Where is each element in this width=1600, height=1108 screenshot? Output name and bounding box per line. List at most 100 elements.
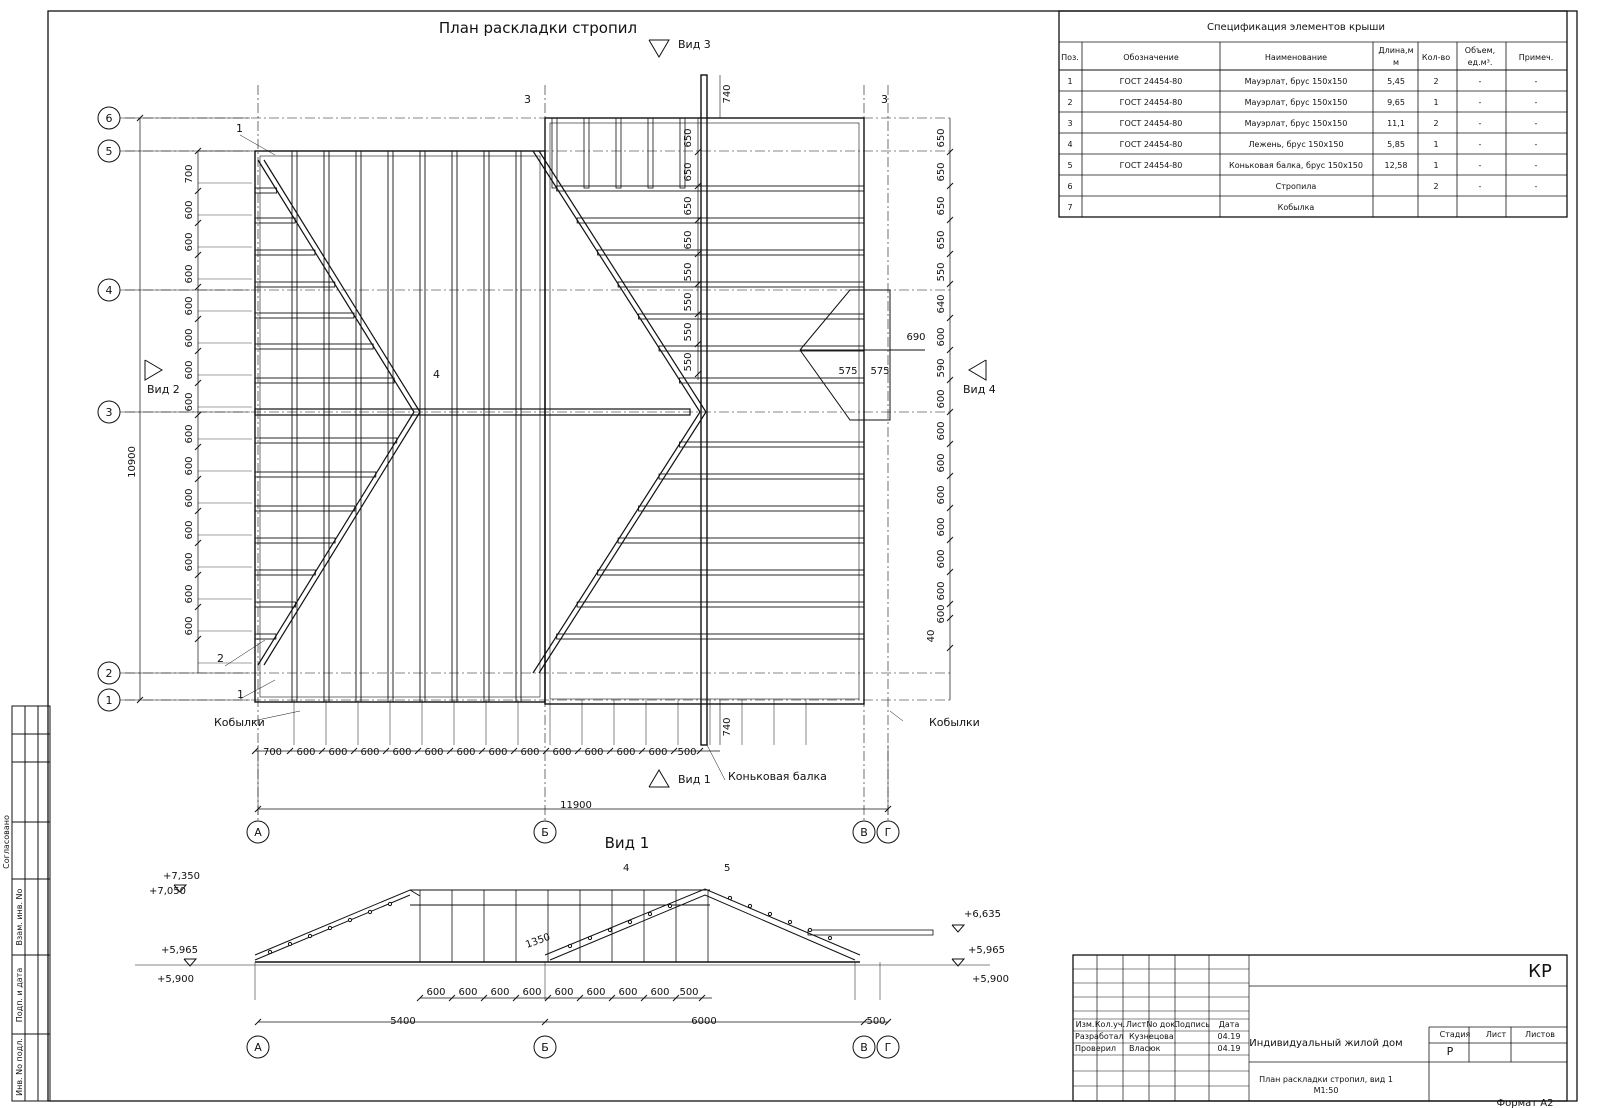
- section-rafter-dot: [607, 927, 613, 933]
- section-rafter-dot: [827, 935, 833, 941]
- section-axis-bubble-Г: [876, 1035, 900, 1059]
- axis-bubble-4: [97, 278, 121, 302]
- dim-left-10: 600: [184, 488, 195, 507]
- stamp-border: [1072, 954, 1568, 1102]
- stamp-scale: М1:50: [1314, 1086, 1339, 1095]
- dim-tick: [194, 443, 202, 451]
- section-slope-right: [544, 888, 861, 956]
- dim-right-2: 650: [936, 196, 947, 215]
- dim-bottom-10: 600: [584, 747, 603, 758]
- dim-tick: [541, 1018, 549, 1026]
- dim-740-bottom: 740: [722, 717, 733, 736]
- dim-tick: [694, 280, 702, 288]
- dim-middle-0: 650: [683, 128, 694, 147]
- dim-tick: [694, 216, 702, 224]
- dim-bottom-7: 600: [488, 747, 507, 758]
- dim-right-9: 600: [936, 421, 947, 440]
- elev-5900-left: +5,900: [157, 974, 194, 985]
- dim-tick: [946, 408, 954, 416]
- dim-total-height: 10900: [127, 446, 138, 478]
- view-3-marker: [648, 39, 670, 58]
- hip-rafter: [263, 159, 421, 413]
- ridge-beam: [700, 74, 708, 746]
- stamp-h-izm: Изм.: [1076, 1020, 1095, 1029]
- leader-ridge: [706, 744, 726, 781]
- leader-pos2: [224, 639, 266, 667]
- spec-h-length: Длина,м: [1378, 46, 1413, 55]
- hip-rafter: [538, 150, 707, 413]
- stamp-checked-name: Власюк: [1129, 1044, 1161, 1053]
- elev-6635: +6,635: [964, 909, 1001, 920]
- axis-number-4: 4: [106, 284, 113, 297]
- dim-tick: [694, 148, 702, 156]
- axis-number-3: 3: [106, 406, 113, 419]
- section-dim-4: 600: [554, 987, 573, 998]
- stamp-stage-label: Стадия: [1440, 1030, 1471, 1039]
- spec-cell-r6-c5: 2: [1433, 182, 1438, 191]
- dim-tick: [416, 994, 424, 1002]
- dim-tick: [946, 346, 954, 354]
- spec-cell-r7-c1: 7: [1067, 203, 1072, 212]
- mauerlat-right-inner: [549, 122, 860, 700]
- axis-bubble-Г: [876, 820, 900, 844]
- pos-2: 2: [217, 652, 224, 665]
- view-2-label: Вид 2: [147, 383, 180, 396]
- section-rafter-dot: [667, 903, 673, 909]
- spec-cell-r2-c3: Мауэрлат, брус 150х150: [1245, 98, 1348, 107]
- view-2-marker: [144, 359, 163, 381]
- dim-tick: [946, 216, 954, 224]
- dim-6000: 6000: [691, 1016, 716, 1027]
- axis-bubble-6: [97, 106, 121, 130]
- section-rafter-dot: [807, 927, 813, 933]
- axis-bubble-3: [97, 400, 121, 424]
- dim-tick: [946, 250, 954, 258]
- side-stamp-agreed: Согласовано: [2, 815, 11, 869]
- axis-bubble-5: [97, 139, 121, 163]
- kobylki-left-label: Кобылки: [214, 716, 265, 729]
- mauerlat-left: [254, 150, 546, 703]
- dim-tick: [414, 747, 422, 755]
- section-axis-letter-В: В: [860, 1041, 868, 1054]
- dim-tick: [194, 315, 202, 323]
- dim-tick: [638, 747, 646, 755]
- axis-letter-Б: Б: [541, 826, 549, 839]
- dim-tick: [946, 614, 954, 622]
- dim-tick: [194, 379, 202, 387]
- view-4-marker: [968, 359, 987, 381]
- dim-tick: [194, 347, 202, 355]
- spec-cell-r4-c1: 4: [1067, 140, 1072, 149]
- dim-tick: [694, 310, 702, 318]
- dim-5400: 5400: [390, 1016, 415, 1027]
- axis-bubble-А: [246, 820, 270, 844]
- view-1-marker: [648, 769, 670, 788]
- leader-pos1: [239, 134, 276, 156]
- dim-tick: [350, 747, 358, 755]
- stamp-project: Индивидуальный жилой дом: [1249, 1038, 1402, 1049]
- jack-rafter-right: [638, 505, 865, 512]
- jack-rafter-left: [254, 569, 316, 576]
- spec-cell-r5-c4: 12,58: [1385, 161, 1408, 170]
- hip-rafter: [257, 411, 415, 666]
- spec-cell-r2-c1: 2: [1067, 98, 1072, 107]
- spec-cell-r5-c7: -: [1535, 161, 1538, 170]
- stamp-developed: Разработал: [1075, 1032, 1123, 1041]
- leader-kobylki: [252, 710, 301, 722]
- spec-cell-r4-c6: -: [1479, 140, 1482, 149]
- section-rafter-dot: [327, 925, 333, 931]
- spec-cell-r3-c1: 3: [1067, 119, 1072, 128]
- spec-cell-r4-c3: Лежень, брус 150х150: [1248, 140, 1343, 149]
- section-dim-7: 600: [650, 987, 669, 998]
- drawing-lines: [120, 39, 990, 1026]
- section-rafter-dot: [267, 949, 273, 955]
- section-rafter-dot: [367, 909, 373, 915]
- view-3-label: Вид 3: [678, 38, 711, 51]
- side-stamp-replace: Взам. инв. No: [15, 888, 24, 945]
- section-rafter-dot: [647, 911, 653, 917]
- spec-cell-r1-c1: 1: [1067, 77, 1072, 86]
- kobylki-right-label: Кобылки: [929, 716, 980, 729]
- dim-middle-1: 650: [683, 162, 694, 181]
- section-rafter-dot: [627, 919, 633, 925]
- axis-bubble-1: [97, 688, 121, 712]
